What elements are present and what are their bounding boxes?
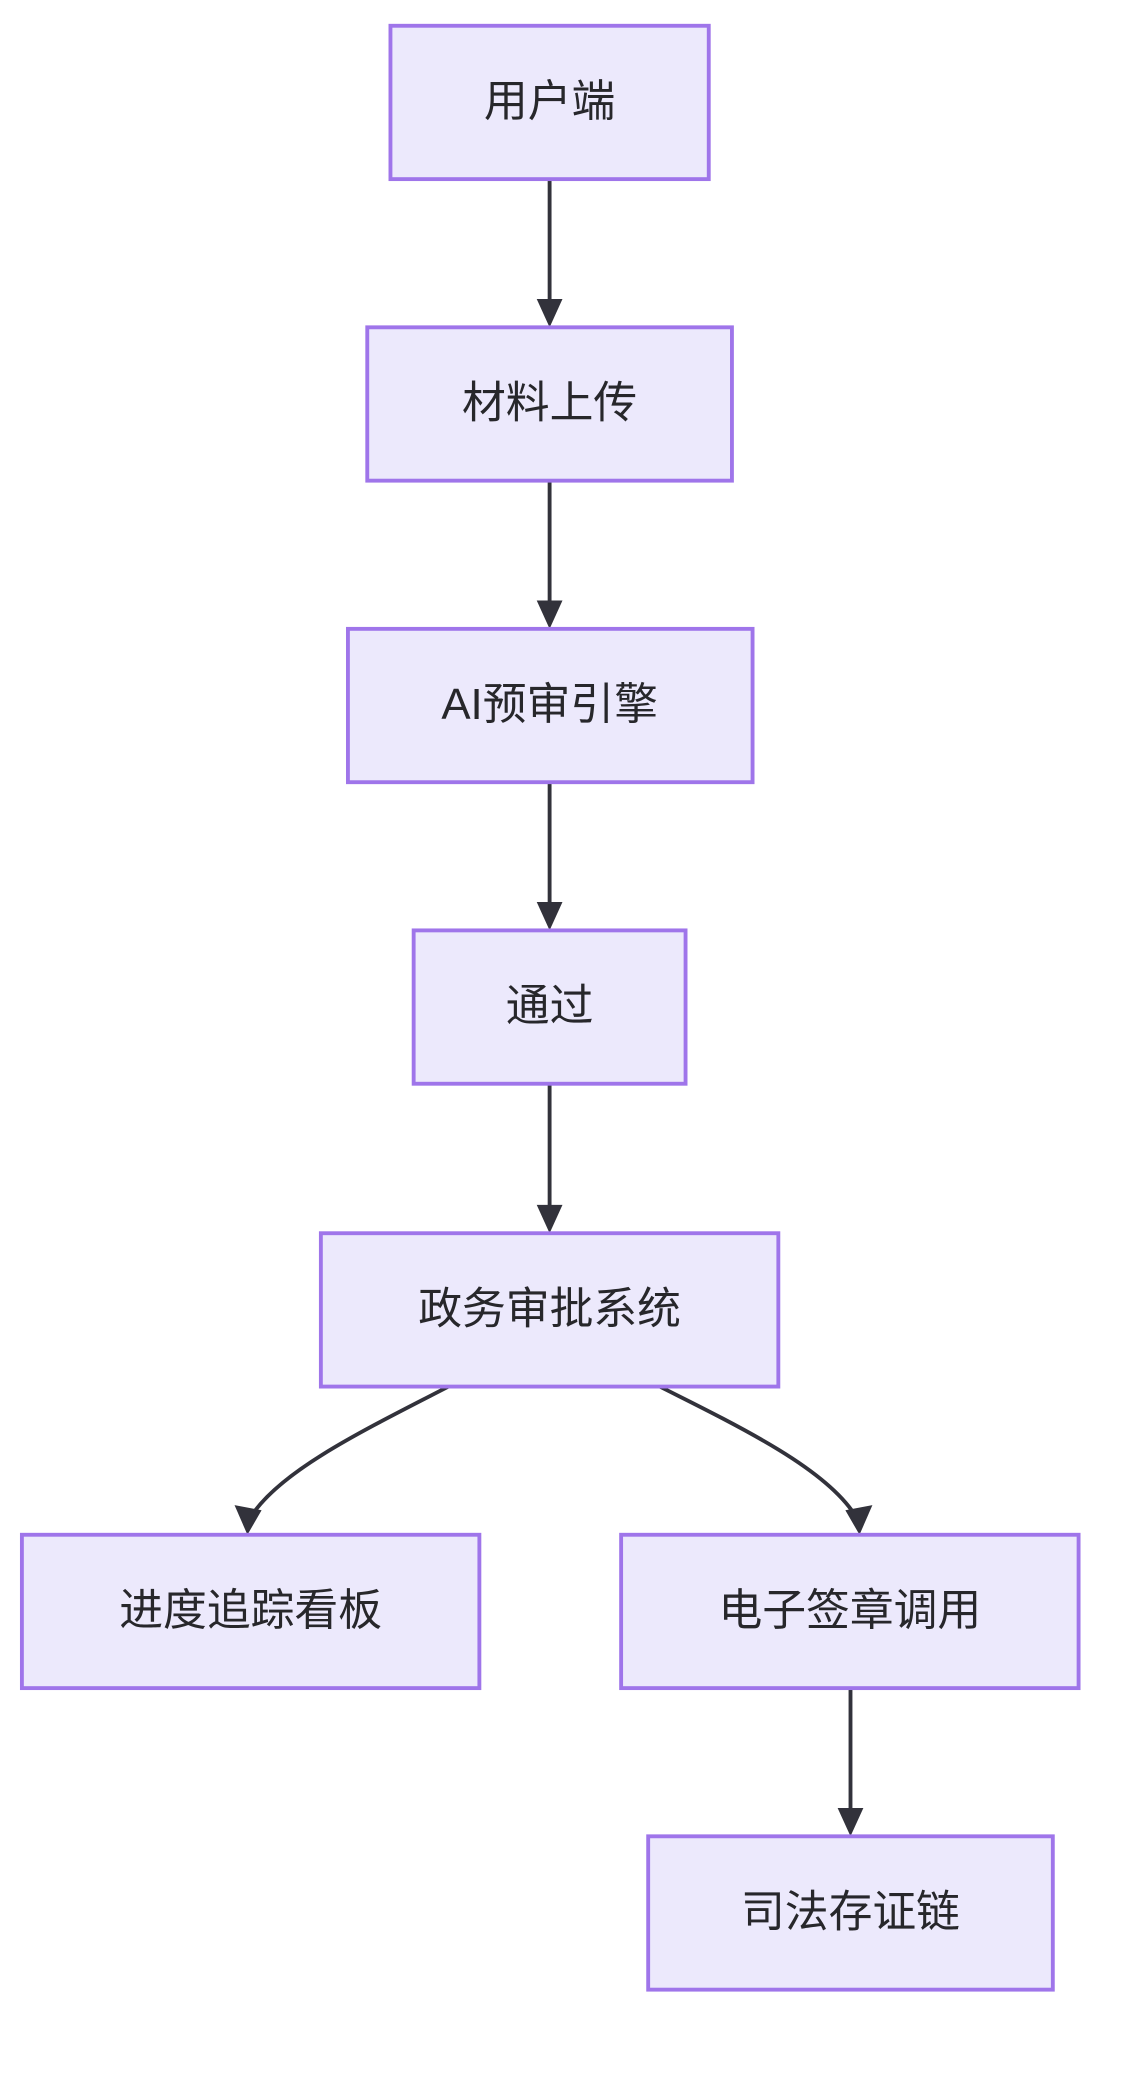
node-layer: 用户端 材料上传 AI预审引擎 通过 政务审批系统 进度追踪看板 [19,23,1081,1992]
edge-ai-to-pass [536,782,563,931]
edge-layer [234,179,873,1837]
arrowhead-icon [234,1505,262,1535]
node-label: 通过 [506,982,594,1031]
node-box [619,1532,1081,1691]
edge-line [658,1384,856,1516]
node-material-upload[interactable]: 材料上传 [365,325,734,483]
node-box [365,325,734,483]
edge-approval-to-seal [658,1384,873,1535]
node-box [345,626,755,785]
node-label: 进度追踪看板 [119,1586,382,1635]
node-ai-prereview-engine[interactable]: AI预审引擎 [345,626,755,785]
edge-user-to-upload [536,179,563,328]
node-government-approval-system[interactable]: 政务审批系统 [318,1231,781,1389]
node-box [19,1532,482,1691]
node-electronic-seal-invocation[interactable]: 电子签章调用 [619,1532,1081,1691]
node-box [411,928,688,1086]
node-label: 材料上传 [462,378,637,427]
arrowhead-icon [845,1505,873,1535]
edge-upload-to-ai [536,480,563,629]
node-user-client[interactable]: 用户端 [388,23,711,182]
node-label: 用户端 [484,77,615,126]
edge-approval-to-tracking [234,1384,450,1535]
arrowhead-icon [536,298,563,328]
arrowhead-icon [536,1204,563,1234]
arrowhead-icon [536,600,563,629]
node-progress-tracking-board[interactable]: 进度追踪看板 [19,1532,482,1691]
node-judicial-evidence-chain[interactable]: 司法存证链 [646,1834,1055,1992]
arrowhead-icon [536,902,563,931]
node-pass[interactable]: 通过 [411,928,688,1086]
edge-line [250,1384,450,1516]
node-label: AI预审引擎 [441,680,658,729]
edge-pass-to-approval [536,1083,563,1234]
node-label: 司法存证链 [741,1887,960,1936]
node-label: 政务审批系统 [418,1284,681,1333]
edge-seal-to-chain [837,1688,864,1837]
node-box [388,23,711,182]
node-box [318,1231,781,1389]
arrowhead-icon [837,1807,864,1837]
node-box [646,1834,1055,1992]
node-label: 电子签章调用 [718,1586,981,1635]
